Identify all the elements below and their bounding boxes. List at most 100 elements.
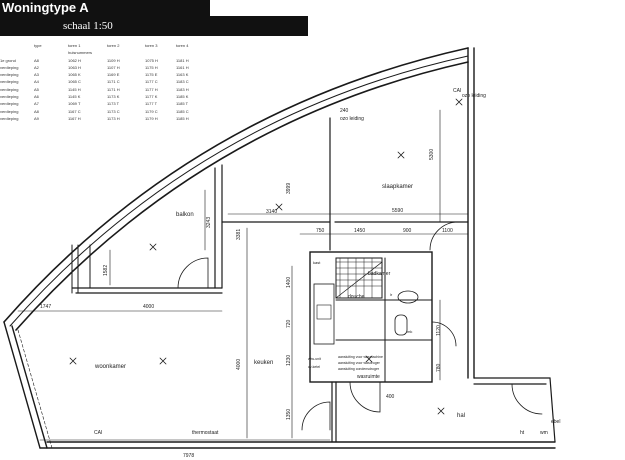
room-hal: hal — [457, 413, 465, 419]
bathroom-block — [309, 251, 433, 383]
spec-cell: 1109 H — [107, 57, 120, 63]
bath-door-swing — [431, 321, 457, 347]
light-slaapkamer — [397, 151, 405, 159]
dimension-780: 780 — [436, 363, 442, 372]
spec-cell: 1173 K — [107, 94, 120, 100]
spec-cell: 1177 T — [145, 101, 158, 107]
spec-cell: 1169 E — [107, 72, 120, 78]
annotation-cai-top: CAI — [453, 88, 461, 94]
spec-cell: 1171 C — [107, 79, 120, 85]
dimension-4000-horiz: 4000 — [143, 304, 154, 310]
annotation-lr: lr — [390, 292, 393, 297]
room-douche: douche — [348, 294, 365, 300]
spec-cell: 1163 K — [176, 72, 189, 78]
annotation-ozo-top: ozo leiding — [462, 93, 486, 99]
dimension-720: 720 — [286, 319, 292, 328]
spec-header: toren 1 — [68, 43, 81, 48]
entry-door-swing — [511, 383, 543, 415]
spec-cell: 1179 C — [145, 108, 158, 114]
annotation-mk: mk — [407, 329, 412, 334]
spec-cell: 1161 H — [176, 64, 189, 70]
douche-hatch — [335, 257, 383, 299]
spec-cell: A7 — [34, 101, 39, 107]
spec-cell: 1181 H — [176, 57, 189, 63]
spec-cell: A4 — [34, 79, 39, 85]
room-wasruimte: wasruimte — [357, 374, 380, 380]
dimension-900: 900 — [403, 228, 412, 234]
toilet — [394, 314, 408, 336]
spec-cell: 1e grond — [0, 57, 16, 63]
spec-cell: 1173 H — [107, 115, 120, 121]
spec-cell: 1179 H — [145, 115, 158, 121]
spec-cell: 1063 H — [68, 64, 81, 70]
spec-header: type — [34, 43, 42, 48]
spec-cell: verdieping — [0, 115, 19, 121]
label-opstel-condensdroger: aansluiting condensdroger — [338, 367, 380, 371]
spec-cell: verdieping — [0, 72, 19, 78]
spec-cell: 1062 H — [68, 57, 81, 63]
douche-diagonal — [335, 261, 383, 299]
dimension-5590: 5590 — [392, 208, 403, 214]
spec-col-type: type A8 A2 A3 A4 A5 A6 A7 A8 A9 — [34, 42, 42, 122]
spec-cell: verdieping — [0, 86, 19, 92]
facade-mid-wall — [9, 55, 469, 327]
spec-cell: 1167 H — [68, 115, 81, 121]
spec-cell: 1145 H — [68, 86, 81, 92]
spec-cell: verdieping — [0, 79, 19, 85]
light-balkon — [149, 243, 157, 251]
label-cv-ketel: cv-ketel — [308, 365, 320, 369]
dimension-400: 400 — [386, 394, 395, 400]
douche-area — [335, 257, 383, 299]
spec-cell: 1183 H — [176, 86, 189, 92]
light-keuken — [275, 203, 283, 211]
spec-col-toren3: toren 3 1075 H 1175 H 1175 E 1177 C 1177… — [145, 42, 158, 122]
spec-cell: A6 — [34, 94, 39, 100]
spec-cell: 1185 C — [176, 108, 189, 114]
spec-cell: verdieping — [0, 101, 19, 107]
spec-cell: A8 — [34, 57, 39, 63]
spec-cell: 1177 C — [145, 79, 158, 85]
spec-cell: verdieping — [0, 108, 19, 114]
spec-col-floor: 1e grond verdieping verdieping verdiepin… — [0, 42, 18, 122]
dimension-1747: 1747 — [40, 304, 51, 310]
spec-cell: A5 — [34, 86, 39, 92]
spec-cell: A2 — [34, 64, 39, 70]
annotation-cai-bottom: CAI — [94, 430, 102, 436]
spec-col-toren2: toren 2 1109 H 1107 H 1169 E 1171 C 1171… — [107, 42, 120, 122]
dimension-750: 750 — [316, 228, 325, 234]
spec-cell: A9 — [34, 115, 39, 121]
spec-col-toren4: toren 4 1181 H 1161 H 1163 K 1183 C 1183… — [176, 42, 189, 122]
dimension-1100: 1100 — [442, 228, 453, 234]
hal-door-swing — [301, 401, 331, 431]
spec-cell: 1075 H — [145, 57, 158, 63]
scale-bar: schaal 1:50 — [0, 16, 308, 36]
dimension-1400: 1400 — [286, 277, 292, 288]
kitchen-counter — [313, 283, 335, 345]
light-woonkamer — [69, 357, 77, 365]
spec-cell: verdieping — [0, 64, 19, 70]
facade-outer-wall — [3, 47, 469, 323]
right-wall-outer — [467, 47, 475, 379]
spec-header: toren 3 — [145, 43, 158, 48]
plan-title: Woningtype A — [2, 0, 89, 15]
woonkamer-window — [17, 329, 53, 449]
left-wall — [3, 321, 48, 449]
spec-cell: 1177 H — [145, 86, 158, 92]
bottom-wall — [39, 441, 556, 449]
annotation-wm: wm — [540, 430, 548, 436]
spec-cell: 1173 T — [107, 101, 120, 107]
spec-subheader: huisnummers — [68, 50, 93, 56]
dimension-3140: 3140 — [266, 209, 277, 215]
dimension-1230: 1230 — [286, 355, 292, 366]
dimension-5300: 5300 — [429, 149, 435, 160]
sink — [316, 304, 332, 320]
light-bath — [365, 355, 373, 363]
spec-cell: 1185 K — [176, 94, 189, 100]
spec-cell: 1185 T — [176, 101, 189, 107]
annotation-ebel: ebel — [551, 419, 560, 425]
balkon-bottom — [71, 287, 223, 294]
spec-cell: 1173 C — [107, 108, 120, 114]
keuken-hal-wall — [331, 381, 337, 443]
dimension-1582: 1582 — [103, 265, 109, 276]
spec-cell: 1185 H — [176, 115, 189, 121]
